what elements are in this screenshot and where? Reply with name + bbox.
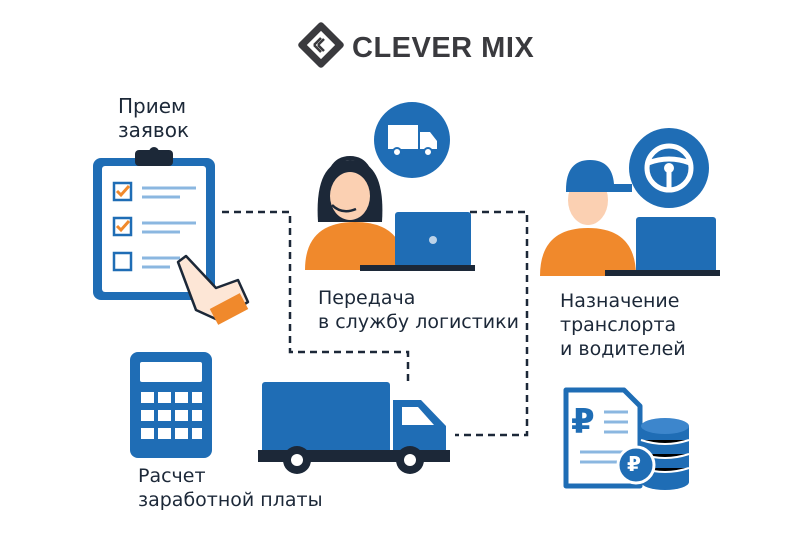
brand-name: CLEVER MIX — [352, 32, 535, 64]
coins-stack-icon — [616, 418, 690, 490]
step-intake-label: Прием заявок — [118, 94, 189, 142]
label-line: Назначение — [560, 290, 680, 312]
label-line: заявок — [118, 118, 190, 142]
process-connector-lines — [222, 210, 529, 437]
ruble-symbol-large: ₽ — [571, 402, 595, 442]
delivery-truck-badge-icon — [374, 102, 450, 178]
step-payroll-label: Расчет заработной платы — [138, 464, 323, 512]
pointing-hand-icon — [176, 254, 250, 325]
label-line: заработной платы — [138, 489, 323, 511]
label-line: в службу логистики — [318, 311, 519, 333]
clever-mix-logo-icon — [298, 22, 344, 68]
label-line: Передача — [318, 287, 416, 309]
label-line: Расчет — [138, 465, 206, 487]
label-line: Прием — [118, 94, 187, 118]
truck-icon — [258, 382, 450, 474]
calculator-icon — [130, 352, 212, 458]
operator-with-headset-icon — [305, 155, 475, 271]
step-logistics-label: Передача в службу логистики — [318, 286, 519, 334]
step-assignment-label: Назначение транслорта и водителей — [560, 289, 686, 361]
label-line: и водителей — [560, 338, 686, 360]
driver-icon — [540, 160, 720, 276]
label-line: транслорта — [560, 314, 677, 336]
steering-wheel-badge-icon — [629, 128, 709, 208]
ruble-symbol-coin: ₽ — [627, 452, 641, 476]
